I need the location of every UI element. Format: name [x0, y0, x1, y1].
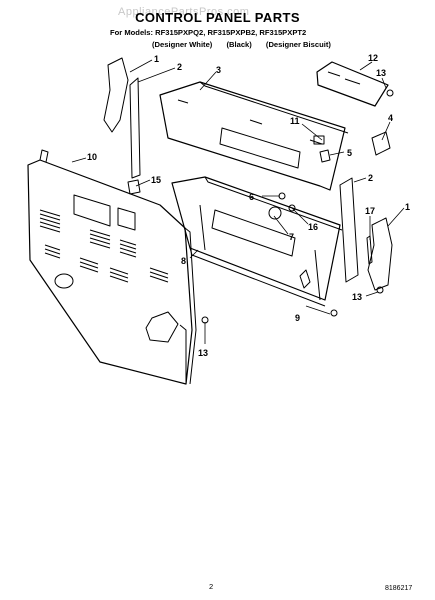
variant-designer-biscuit: (Designer Biscuit) [265, 40, 331, 49]
variants-line: (Designer White) (Black) (Designer Biscu… [152, 40, 343, 49]
callout-10: 10 [87, 152, 97, 162]
callout-5: 5 [347, 148, 352, 158]
callout-6: 6 [249, 192, 254, 202]
callout-8: 8 [181, 256, 186, 266]
callout-15: 15 [151, 175, 161, 185]
callout-7: 7 [289, 232, 294, 242]
callout-2-right: 2 [368, 173, 373, 183]
callout-labels: 1 2 3 12 13 4 11 5 10 15 6 2 1 17 16 7 8… [87, 53, 410, 358]
callout-3: 3 [216, 65, 221, 75]
part-rear-panel [27, 149, 197, 385]
part-control-panel-frame [159, 81, 349, 191]
callout-4: 4 [388, 113, 393, 123]
callout-leaders [71, 59, 405, 344]
callout-13-bottom: 13 [198, 348, 208, 358]
part-lower-panel [171, 176, 343, 307]
models-line: For Models: RF315PXPQ2, RF315PXPB2, RF31… [110, 28, 307, 37]
variant-designer-white: (Designer White) [152, 40, 213, 49]
callout-9: 9 [295, 313, 300, 323]
watermark: AppliancePartsPros.com [118, 6, 250, 18]
variant-black: (Black) [226, 40, 252, 49]
callout-17: 17 [365, 206, 375, 216]
callout-2-top: 2 [177, 62, 182, 72]
callout-12: 12 [368, 53, 378, 63]
callout-16: 16 [308, 222, 318, 232]
part-overlay [316, 61, 389, 107]
callout-1-right: 1 [405, 202, 410, 212]
page-title: CONTROL PANEL PARTS [135, 10, 300, 25]
callout-13-top: 13 [376, 68, 386, 78]
callout-1-top: 1 [154, 54, 159, 64]
part-end-cap-right [339, 177, 393, 291]
part-end-cap-left [103, 57, 141, 179]
callout-11: 11 [290, 116, 300, 126]
page-number: 2 [209, 582, 214, 591]
part-small-components [127, 89, 394, 324]
document-number: 8186217 [385, 585, 413, 592]
callout-13-right: 13 [352, 292, 362, 302]
